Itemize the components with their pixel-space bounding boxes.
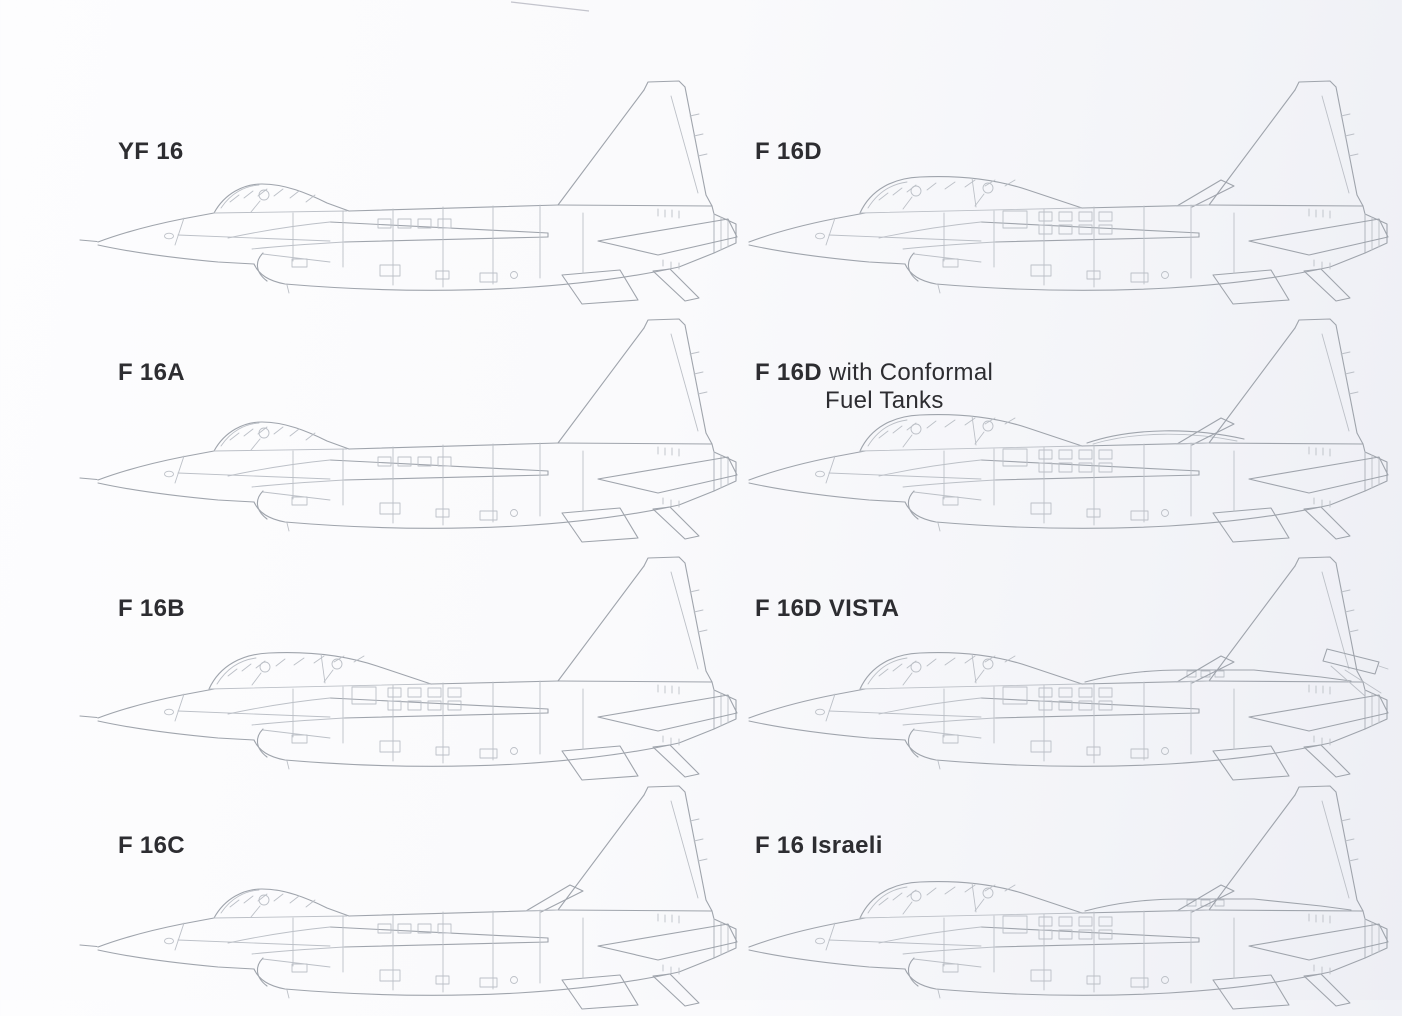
aircraft-drawing-yf-16: [79, 80, 738, 305]
variant-label-f-16a: F 16A: [118, 359, 185, 387]
panel-f-16d: F 16D: [743, 74, 1402, 311]
variant-name: F 16B: [118, 595, 185, 622]
aircraft-drawing-f-16-israeli: [748, 785, 1389, 1010]
panel-f-16c: F 16C: [78, 779, 743, 1016]
variant-name: F 16A: [118, 359, 185, 386]
aircraft-drawing-f-16d: [748, 80, 1389, 305]
variant-name: YF 16: [118, 138, 184, 165]
scan-artifact-line: [510, 1, 590, 12]
panel-f-16a: F 16A: [78, 312, 743, 549]
variant-label-f-16-israeli: F 16 Israeli: [755, 832, 883, 860]
variant-name: F 16C: [118, 832, 185, 859]
variant-name: F 16D: [755, 359, 822, 386]
panel-yf-16: YF 16: [78, 74, 743, 311]
variant-name: F 16 Israeli: [755, 832, 883, 859]
variant-label-f-16b: F 16B: [118, 595, 185, 623]
variant-name: F 16D VISTA: [755, 595, 900, 622]
variant-label-yf-16: YF 16: [118, 138, 184, 166]
variant-label-f-16c: F 16C: [118, 832, 185, 860]
aircraft-drawing-f-16a: [79, 318, 738, 543]
aircraft-drawing-f-16b: [79, 556, 738, 781]
aircraft-drawing-f-16c: [79, 785, 738, 1010]
aircraft-drawing-f-16d-cft: [748, 318, 1389, 543]
variant-label-f-16d-vista: F 16D VISTA: [755, 595, 899, 623]
panel-f-16-israeli: F 16 Israeli: [743, 779, 1402, 1016]
variant-name: F 16D: [755, 138, 822, 165]
panel-f-16d-vista: F 16D VISTA: [743, 550, 1402, 787]
variant-name-suffix: with Conformal: [828, 359, 994, 386]
variant-name-line2: Fuel Tanks: [825, 387, 944, 414]
panel-f-16b: F 16B: [78, 550, 743, 787]
aircraft-drawing-f-16d-vista: [748, 556, 1389, 781]
variant-label-f-16d: F 16D: [755, 138, 822, 166]
